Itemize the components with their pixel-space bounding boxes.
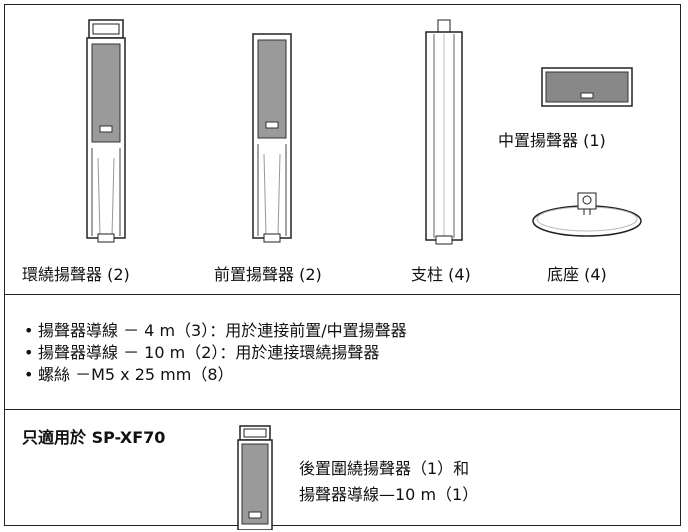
model-only-heading: 只適用於 SP-XF70 [22, 428, 166, 447]
stand-base-illustration [532, 192, 642, 237]
stand-pole-illustration [425, 19, 463, 245]
surround-speaker-illustration [86, 19, 126, 243]
caption-center-speaker: 中置揚聲器 (1) [498, 131, 606, 150]
rear-speaker-text: 後置圍繞揚聲器（1）和 [299, 459, 470, 478]
list-item: 揚聲器導線 － 10 m（2）：用於連接環繞揚聲器 [24, 342, 407, 364]
section-divider [4, 409, 681, 410]
caption-stand-pole: 支柱 (4) [411, 265, 471, 284]
rear-surround-speaker-illustration [237, 425, 273, 530]
rear-cable-text: 揚聲器導線—10 m（1） [299, 485, 479, 504]
document-frame [4, 4, 681, 526]
caption-front-speaker: 前置揚聲器 (2) [214, 265, 322, 284]
front-speaker-illustration [252, 33, 292, 243]
list-item: 揚聲器導線 － 4 m（3）：用於連接前置/中置揚聲器 [24, 320, 407, 342]
model-only-items: 後置圍繞揚聲器（1）和 揚聲器導線—10 m（1） [299, 456, 478, 508]
center-speaker-illustration [541, 67, 633, 107]
accessory-list: 揚聲器導線 － 4 m（3）：用於連接前置/中置揚聲器 揚聲器導線 － 10 m… [24, 320, 407, 386]
caption-surround-speaker: 環繞揚聲器 (2) [22, 265, 130, 284]
caption-stand-base: 底座 (4) [547, 265, 607, 284]
list-item: 螺絲 －M5 x 25 mm（8） [24, 364, 407, 386]
section-divider [4, 294, 681, 295]
